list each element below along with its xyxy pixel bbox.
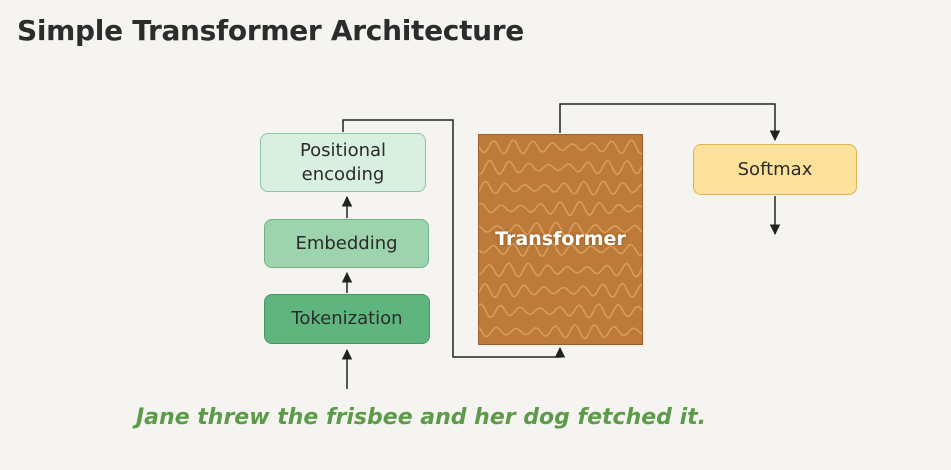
wave-line bbox=[479, 241, 642, 257]
softmax-node: Softmax bbox=[693, 144, 857, 195]
slide-title: Simple Transformer Architecture bbox=[17, 14, 524, 47]
wave-line bbox=[479, 200, 642, 216]
wave-line bbox=[479, 262, 642, 278]
input-sentence: Jane threw the frisbee and her dog fetch… bbox=[136, 405, 707, 430]
tokenization-label: Tokenization bbox=[291, 308, 403, 330]
embedding-label: Embedding bbox=[295, 232, 398, 254]
transformer-node: Transformer bbox=[478, 134, 643, 345]
softmax-label: Softmax bbox=[737, 158, 813, 180]
wave-line bbox=[479, 323, 642, 340]
tokenization-node: Tokenization bbox=[264, 294, 430, 344]
positional-encoding-node: Positional encoding bbox=[260, 133, 426, 192]
wave-pattern bbox=[479, 139, 642, 340]
embedding-node: Embedding bbox=[264, 219, 429, 268]
wave-line bbox=[479, 303, 642, 319]
wave-line bbox=[479, 180, 642, 196]
wave-line bbox=[479, 159, 642, 176]
transformer-label: Transformer bbox=[495, 228, 626, 251]
arrow-positional-to-transformer bbox=[342, 119, 566, 358]
arrow-transformer-to-softmax bbox=[559, 103, 781, 142]
wave-line bbox=[479, 221, 642, 237]
wave-line bbox=[479, 282, 642, 299]
wave-line bbox=[479, 139, 642, 155]
positional-encoding-label: Positional encoding bbox=[299, 140, 387, 185]
